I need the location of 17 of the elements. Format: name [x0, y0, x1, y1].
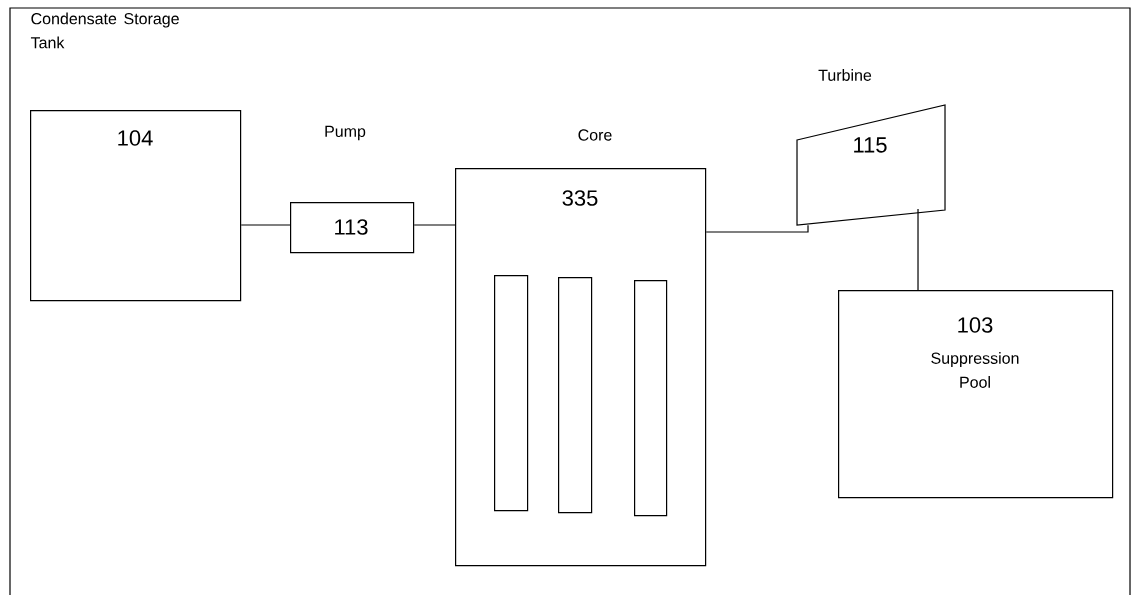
component-number: 115 — [854, 137, 887, 153]
pipe-line — [240, 224, 291, 226]
component-label: Core — [578, 129, 612, 141]
fuel-rod — [634, 280, 668, 517]
fuel-rod — [494, 275, 529, 512]
component-number: 335 — [562, 190, 598, 206]
component-number: 104 — [118, 130, 153, 146]
component-label: Suppression Pool — [931, 352, 1019, 388]
fuel-rod — [558, 277, 593, 514]
component-label: Pump — [325, 125, 366, 141]
pipe-line — [413, 224, 456, 226]
component-label: Condensate Storage Tank — [30, 12, 179, 49]
component-number: 113 — [335, 219, 368, 235]
pipe-line — [917, 208, 919, 291]
component-label: Turbine — [818, 69, 872, 81]
pipe-line — [705, 224, 809, 233]
component-number: 103 — [958, 317, 993, 333]
